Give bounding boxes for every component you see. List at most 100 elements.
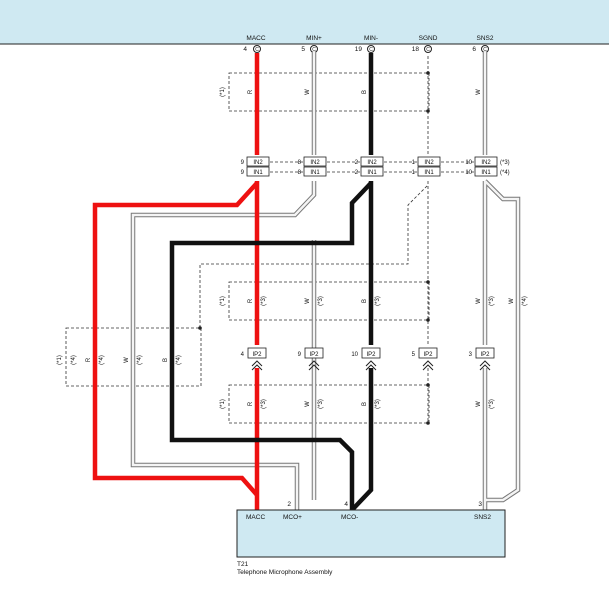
in-connector-col-1: IN2 IN1 9 9 — [241, 156, 270, 177]
white-wire-min-plus-left — [130, 181, 317, 510]
connector-c-glyph: C — [255, 47, 259, 53]
in1-label: IN1 — [367, 170, 377, 176]
wire-color-label: W — [476, 298, 482, 304]
connector-c-icon — [367, 45, 375, 53]
in1-box — [474, 166, 498, 177]
in1-box — [303, 166, 327, 177]
junction-dots — [198, 71, 430, 425]
header-pin-name-min-plus: MIN+ — [306, 35, 322, 42]
ip2-box — [361, 347, 381, 359]
component-box — [236, 509, 506, 558]
note-label: (*3) — [489, 296, 495, 306]
chevron-up-icon — [479, 364, 491, 371]
wire-color-label: R — [86, 357, 92, 362]
header-band — [0, 0, 609, 44]
in2-pin: 9 — [241, 160, 245, 166]
in1-box — [360, 166, 384, 177]
ip2-connector-1: IP2 4 — [241, 347, 267, 371]
variant-box-bottom — [228, 384, 430, 424]
in2-label: IN2 — [424, 160, 434, 166]
in1-pin: 8 — [298, 170, 302, 176]
ip2-connector-2: IP2 9 — [298, 347, 324, 371]
wire-color-label: B — [362, 402, 368, 406]
connector-c-icon — [424, 45, 432, 53]
terminal-num-mco-plus: 2 — [287, 501, 291, 508]
ip2-pin: 5 — [412, 352, 416, 358]
connector-c-glyph: C — [369, 47, 373, 53]
in2-box — [360, 156, 384, 167]
ip2-label: IP2 — [366, 352, 376, 358]
wire-color-label: W — [305, 298, 311, 304]
header-pin-name-sns2: SNS2 — [477, 35, 494, 42]
in1-box — [246, 166, 270, 177]
note-label: (*4) — [71, 355, 77, 365]
note-label: (*4) — [176, 355, 182, 365]
header-pin-num-min-minus: 19 — [355, 46, 363, 53]
note-label: (*3) — [375, 399, 381, 409]
in1-note: (*4) — [500, 170, 510, 176]
header-pin-name-macc: MACC — [246, 35, 265, 42]
header-pin-name-min-minus: MIN- — [364, 35, 378, 42]
in2-pin: 10 — [465, 160, 472, 166]
header-pin-num-min-plus: 5 — [301, 46, 305, 53]
ip2-connector-5: IP2 3 — [469, 347, 495, 371]
note-label: (*4) — [137, 355, 143, 365]
header-pin-num-sns2: 6 — [472, 46, 476, 53]
white-wire-fill — [484, 180, 520, 502]
in2-pin: 2 — [355, 160, 359, 166]
wire-color-label: W — [476, 89, 482, 95]
header-pin-num-sgnd: 18 — [412, 46, 420, 53]
header-pin-num-macc: 4 — [243, 46, 247, 53]
junction-dot — [426, 280, 430, 284]
terminal-name-mco-minus: MCO- — [341, 514, 358, 521]
connector-c-glyph: C — [483, 47, 487, 53]
wire-color-label: B — [362, 299, 368, 303]
component-id: T21 — [237, 561, 249, 568]
wire-color-label: W — [509, 298, 515, 304]
note-label: (*3) — [261, 399, 267, 409]
in2-box — [303, 156, 327, 167]
variant-box-mid — [228, 281, 430, 321]
in-connector-col-5: IN2 IN1 10 10 (*3) (*4) — [465, 156, 510, 177]
connector-c-glyph: C — [426, 47, 430, 53]
in2-label: IN2 — [367, 160, 377, 166]
terminal-name-sns2: SNS2 — [474, 514, 491, 521]
chevron-up-icon — [251, 360, 263, 367]
chevron-up-icon — [308, 360, 320, 367]
wire-color-label: W — [476, 401, 482, 407]
in-connector-col-3: IN2 IN1 2 2 — [355, 156, 384, 177]
white-wire-fill — [131, 181, 316, 510]
junction-dot — [426, 109, 430, 113]
component-t21: MACC MCO+ MCO- SNS2 2 4 3 T21 Telephone … — [236, 501, 506, 576]
in2-label: IN2 — [253, 160, 263, 166]
junction-dot — [426, 421, 430, 425]
ip2-box — [475, 347, 495, 359]
junction-dot — [426, 318, 430, 322]
in2-label: IN2 — [310, 160, 320, 166]
wire-color-label: B — [362, 90, 368, 94]
note-label: (*3) — [375, 296, 381, 306]
chevron-up-icon — [422, 364, 434, 371]
header-pin-name-sgnd: SGND — [419, 35, 438, 42]
in1-pin: 9 — [241, 170, 245, 176]
in2-box — [246, 156, 270, 167]
in1-label: IN1 — [481, 170, 491, 176]
terminal-num-sns2: 3 — [478, 501, 482, 508]
note-label: (*1) — [57, 355, 63, 365]
in1-label: IN1 — [253, 170, 263, 176]
in1-label: IN1 — [310, 170, 320, 176]
in1-label: IN1 — [424, 170, 434, 176]
sgnd-dashed-path — [199, 184, 429, 328]
in2-pin: 8 — [298, 160, 302, 166]
ip2-pin: 10 — [351, 352, 358, 358]
in1-pin: 1 — [412, 170, 416, 176]
ip2-label: IP2 — [252, 352, 262, 358]
header-connector-icons: C C C C C — [253, 45, 489, 53]
ip2-pin: 3 — [469, 352, 473, 358]
note-label: (*4) — [522, 296, 528, 306]
white-wire-sns2-loop — [483, 179, 521, 503]
wire-color-label: R — [248, 89, 254, 94]
connector-c-glyph: C — [312, 47, 316, 53]
